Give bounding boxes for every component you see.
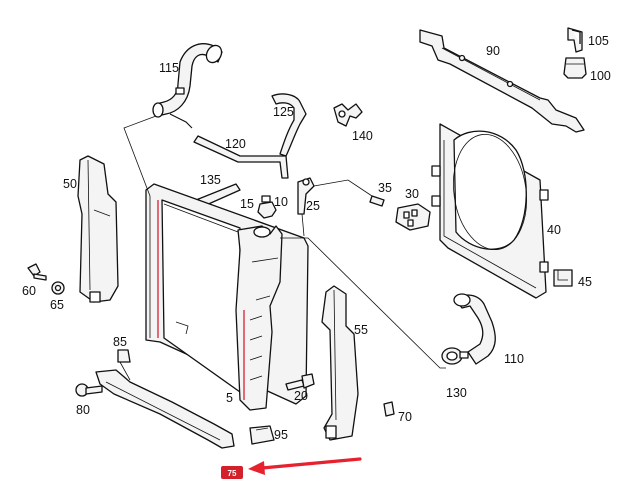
label-80: 80: [76, 403, 90, 417]
small-hose-part-125[interactable]: [271, 93, 307, 157]
label-70: 70: [398, 410, 412, 424]
label-15: 15: [240, 197, 254, 211]
upper-hose-part-115[interactable]: [152, 43, 225, 129]
lower-cross-member-part-75[interactable]: [95, 369, 235, 449]
label-110: 110: [504, 352, 524, 366]
label-10: 10: [274, 195, 288, 209]
label-5: 5: [226, 391, 233, 405]
lower-hose-part-110[interactable]: [453, 293, 496, 365]
red-arrow-icon: [260, 457, 362, 470]
label-115: 115: [159, 61, 179, 75]
label-100: 100: [590, 69, 611, 83]
label-105: 105: [588, 34, 609, 48]
clip-part-70[interactable]: [383, 401, 395, 417]
red-arrowhead-icon: [248, 461, 265, 475]
label-125: 125: [273, 105, 294, 119]
cross-member-part-90[interactable]: [419, 29, 585, 133]
label-140: 140: [352, 129, 373, 143]
label-25: 25: [306, 199, 320, 213]
bracket-part-105[interactable]: [567, 27, 583, 53]
air-duct-part-55[interactable]: [321, 285, 359, 441]
clip-part-45[interactable]: [553, 269, 573, 287]
part-labels: 115 125 120 140 90 105 100 135 15 10 25 …: [22, 34, 611, 442]
label-95: 95: [274, 428, 288, 442]
air-duct-part-50[interactable]: [77, 155, 119, 303]
clip-part-85[interactable]: [117, 349, 131, 363]
drain-plug-part-20[interactable]: [285, 373, 315, 391]
bent-tube-part-120[interactable]: [193, 135, 289, 179]
connector-part-30[interactable]: [395, 203, 431, 231]
callout-75[interactable]: 75: [221, 457, 362, 479]
label-120: 120: [225, 137, 246, 151]
label-60: 60: [22, 284, 36, 298]
part-75-badge[interactable]: [221, 466, 243, 479]
mount-part-95[interactable]: [249, 425, 275, 445]
rubber-mount-part-100[interactable]: [563, 57, 587, 79]
clip-part-140[interactable]: [333, 103, 363, 127]
screw-part-35[interactable]: [369, 195, 385, 207]
radiator-core-part-5[interactable]: [145, 183, 309, 405]
part-75-badge-label: 75: [228, 469, 237, 478]
sensor-part-25[interactable]: [297, 177, 315, 215]
leader-lines: [119, 115, 446, 381]
label-90: 90: [486, 44, 500, 58]
label-65: 65: [50, 298, 64, 312]
label-40: 40: [547, 223, 561, 237]
label-50: 50: [63, 177, 77, 191]
label-85: 85: [113, 335, 127, 349]
cap-part-10[interactable]: [257, 195, 277, 219]
label-30: 30: [405, 187, 419, 201]
fan-shroud-part-40[interactable]: [431, 123, 549, 299]
bolt-part-60[interactable]: [27, 263, 47, 281]
label-35: 35: [378, 181, 392, 195]
label-135: 135: [200, 173, 221, 187]
expansion-tank-part-15[interactable]: [235, 225, 283, 411]
label-45: 45: [578, 275, 592, 289]
label-55: 55: [354, 323, 368, 337]
washer-part-65[interactable]: [51, 281, 65, 295]
label-20: 20: [294, 389, 308, 403]
clamp-part-130[interactable]: [441, 347, 469, 365]
bolt-part-80[interactable]: [75, 383, 103, 397]
label-130: 130: [446, 386, 467, 400]
